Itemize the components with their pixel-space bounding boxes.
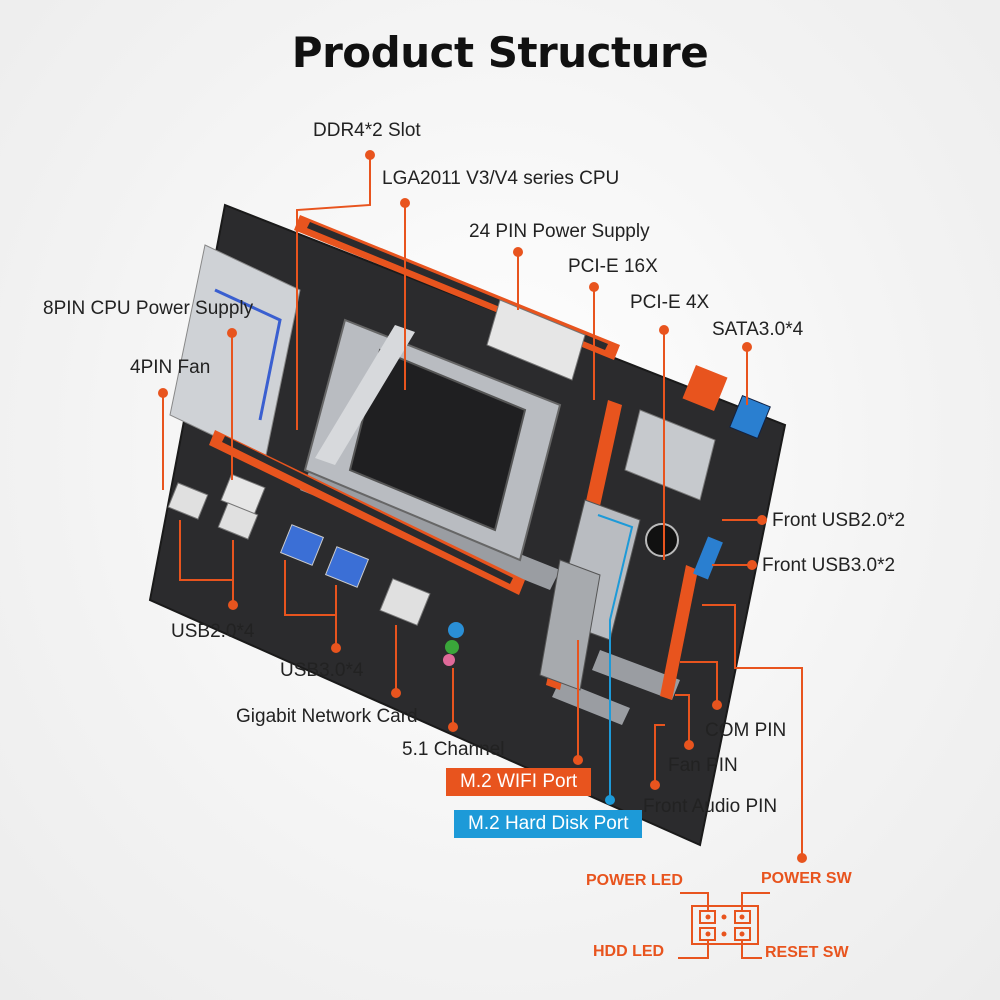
leader-panel [702, 604, 803, 858]
dot-pcie16 [589, 282, 599, 292]
dot-lan [391, 688, 401, 698]
dot-m2disk [605, 795, 615, 805]
leader-m2disk [597, 514, 634, 800]
pcie4-slot [660, 565, 698, 700]
dot-sata [742, 342, 752, 352]
dot-4pin-fan [158, 388, 168, 398]
leader-usb2 [179, 520, 234, 605]
pin-line-reset-sw [741, 940, 762, 959]
dot-24pin [513, 247, 523, 257]
ddr4-slot-bottom-inner [222, 436, 513, 584]
m2-disk-slot [539, 559, 601, 691]
dot-pcie4 [659, 325, 669, 335]
capacitor [645, 523, 679, 557]
audio-jack-blue [448, 622, 464, 638]
label-pcie16: PCI-E 16X [568, 256, 658, 277]
front-usb3-header [693, 536, 723, 580]
label-reset-sw: RESET SW [765, 944, 849, 961]
label-power-led: POWER LED [586, 872, 683, 889]
dot-com [712, 700, 722, 710]
leader-ddr4 [296, 155, 371, 430]
leader-lines [162, 155, 803, 858]
dot-fanpin [684, 740, 694, 750]
label-pcie4: PCI-E 4X [630, 292, 710, 313]
label-fan-pin: Fan PIN [668, 755, 738, 776]
pin-line-power-sw [741, 892, 770, 911]
label-front-usb3: Front USB3.0*2 [762, 555, 896, 576]
atx-24pin-connector [486, 299, 586, 381]
dot-ddr4 [365, 150, 375, 160]
label-cpu: LGA2011 V3/V4 series CPU [382, 168, 620, 189]
dot-cpu [400, 198, 410, 208]
label-51-channel: 5.1 Channel [402, 739, 505, 760]
sata-connectors [729, 394, 771, 440]
usb3-port-1 [279, 524, 325, 566]
usb3-port-2 [324, 546, 370, 588]
dot-faudio [650, 780, 660, 790]
label-power-sw: POWER SW [761, 870, 852, 887]
dot-audio [448, 722, 458, 732]
audio-jack-green [445, 640, 459, 654]
dot-8pin [227, 328, 237, 338]
dot-fusb2 [757, 515, 767, 525]
chipset-heatsink [624, 409, 716, 501]
leader-fanpin [675, 694, 690, 745]
front-panel-header-outline [691, 905, 759, 945]
pin-line-hdd-led [678, 940, 709, 959]
dot-m2wifi [573, 755, 583, 765]
label-8pin: 8PIN CPU Power Supply [43, 298, 254, 319]
label-usb3-rear: USB3.0*4 [280, 660, 364, 681]
label-lan: Gigabit Network Card [236, 706, 418, 727]
label-sata: SATA3.0*4 [712, 319, 804, 340]
front-panel-pins [705, 914, 745, 937]
dot-usb2 [228, 600, 238, 610]
cpu-socket-inner [348, 348, 527, 532]
label-24pin: 24 PIN Power Supply [469, 221, 650, 242]
leader-usb3 [284, 560, 337, 648]
cpu-socket-lever [315, 325, 415, 465]
pin-line-power-led [680, 892, 709, 911]
silver-stripe-1 [300, 470, 560, 590]
dot-usb3 [331, 643, 341, 653]
label-4pin-fan: 4PIN Fan [130, 357, 211, 378]
front-panel-header [678, 892, 770, 959]
label-front-usb2: Front USB2.0*2 [772, 510, 906, 531]
label-usb2-rear: USB2.0*4 [171, 621, 255, 642]
leader-com [680, 661, 718, 705]
label-com-pin: COM PIN [705, 720, 787, 741]
orange-connector [682, 364, 728, 412]
dot-panel [797, 853, 807, 863]
label-hdd-led: HDD LED [593, 943, 665, 960]
label-ddr4-slot: DDR4*2 Slot [313, 120, 421, 141]
dot-fusb3 [747, 560, 757, 570]
heatsink-accent [214, 288, 282, 421]
label-front-audio: Front Audio PIN [643, 796, 778, 817]
leader-dots [158, 150, 807, 863]
label-m2-disk: M.2 Hard Disk Port [454, 810, 643, 838]
silver-stripe-2 [592, 650, 680, 700]
label-m2-wifi: M.2 WIFI Port [446, 768, 592, 796]
lan-port [379, 578, 431, 626]
usb2-port-1 [167, 482, 209, 520]
page-title: Product Structure [291, 28, 709, 77]
leader-faudio [654, 724, 665, 785]
audio-jack-pink [443, 654, 455, 666]
usb2-port-2 [217, 502, 259, 540]
